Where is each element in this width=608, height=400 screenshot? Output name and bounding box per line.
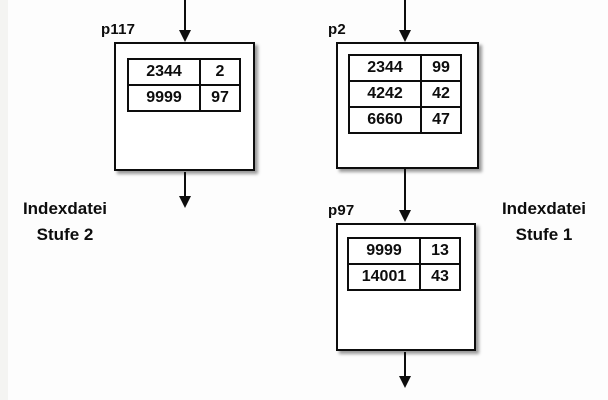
- table-cell-pointer: 13: [419, 237, 461, 265]
- table-cell-pointer: 2: [199, 58, 241, 86]
- node-table-p97: 9999 13 14001 43: [347, 237, 461, 291]
- table-cell-key: 9999: [347, 237, 421, 265]
- table-row: 2344 99: [348, 54, 462, 82]
- page-edge-strip: [0, 0, 8, 400]
- table-row: 14001 43: [347, 263, 461, 291]
- table-row: 6660 47: [348, 106, 462, 134]
- caption-line: Indexdatei: [501, 199, 587, 218]
- arrow-down-icon: [179, 172, 192, 208]
- table-cell-key: 9999: [127, 84, 201, 112]
- node-table-p2: 2344 99 4242 42 6660 47: [348, 54, 462, 134]
- arrow-head: [399, 376, 411, 388]
- node-label-p2: p2: [328, 21, 346, 38]
- arrow-shaft: [404, 352, 406, 378]
- node-table-p117: 2344 2 9999 97: [127, 58, 241, 112]
- arrow-head: [399, 30, 411, 42]
- arrow-shaft: [184, 172, 186, 198]
- arrow-shaft: [404, 169, 406, 212]
- table-cell-key: 6660: [348, 106, 422, 134]
- table-cell-pointer: 47: [420, 106, 462, 134]
- caption-line: Indexdatei: [22, 199, 108, 218]
- arrow-shaft: [184, 0, 186, 32]
- table-row: 4242 42: [348, 80, 462, 108]
- caption-line: Stufe 2: [36, 225, 94, 244]
- arrow-down-icon: [179, 0, 192, 42]
- arrow-down-icon: [399, 169, 412, 222]
- arrow-head: [179, 30, 191, 42]
- table-cell-key: 2344: [127, 58, 201, 86]
- table-cell-pointer: 42: [420, 80, 462, 108]
- table-cell-key: 4242: [348, 80, 422, 108]
- arrow-head: [179, 196, 191, 208]
- arrow-shaft: [404, 0, 406, 32]
- table-cell-pointer: 99: [420, 54, 462, 82]
- table-row: 9999 13: [347, 237, 461, 265]
- arrow-down-icon: [399, 352, 412, 388]
- node-label-p97: p97: [328, 202, 355, 219]
- node-label-p117: p117: [101, 21, 136, 38]
- table-cell-pointer: 43: [419, 263, 461, 291]
- table-row: 9999 97: [127, 84, 241, 112]
- table-cell-key: 14001: [347, 263, 421, 291]
- caption-line: Stufe 1: [515, 225, 573, 244]
- table-row: 2344 2: [127, 58, 241, 86]
- caption-indexdatei-stufe-1: Indexdatei Stufe 1: [487, 196, 601, 248]
- arrow-down-icon: [399, 0, 412, 42]
- table-cell-key: 2344: [348, 54, 422, 82]
- caption-indexdatei-stufe-2: Indexdatei Stufe 2: [8, 196, 122, 248]
- table-cell-pointer: 97: [199, 84, 241, 112]
- arrow-head: [399, 210, 411, 222]
